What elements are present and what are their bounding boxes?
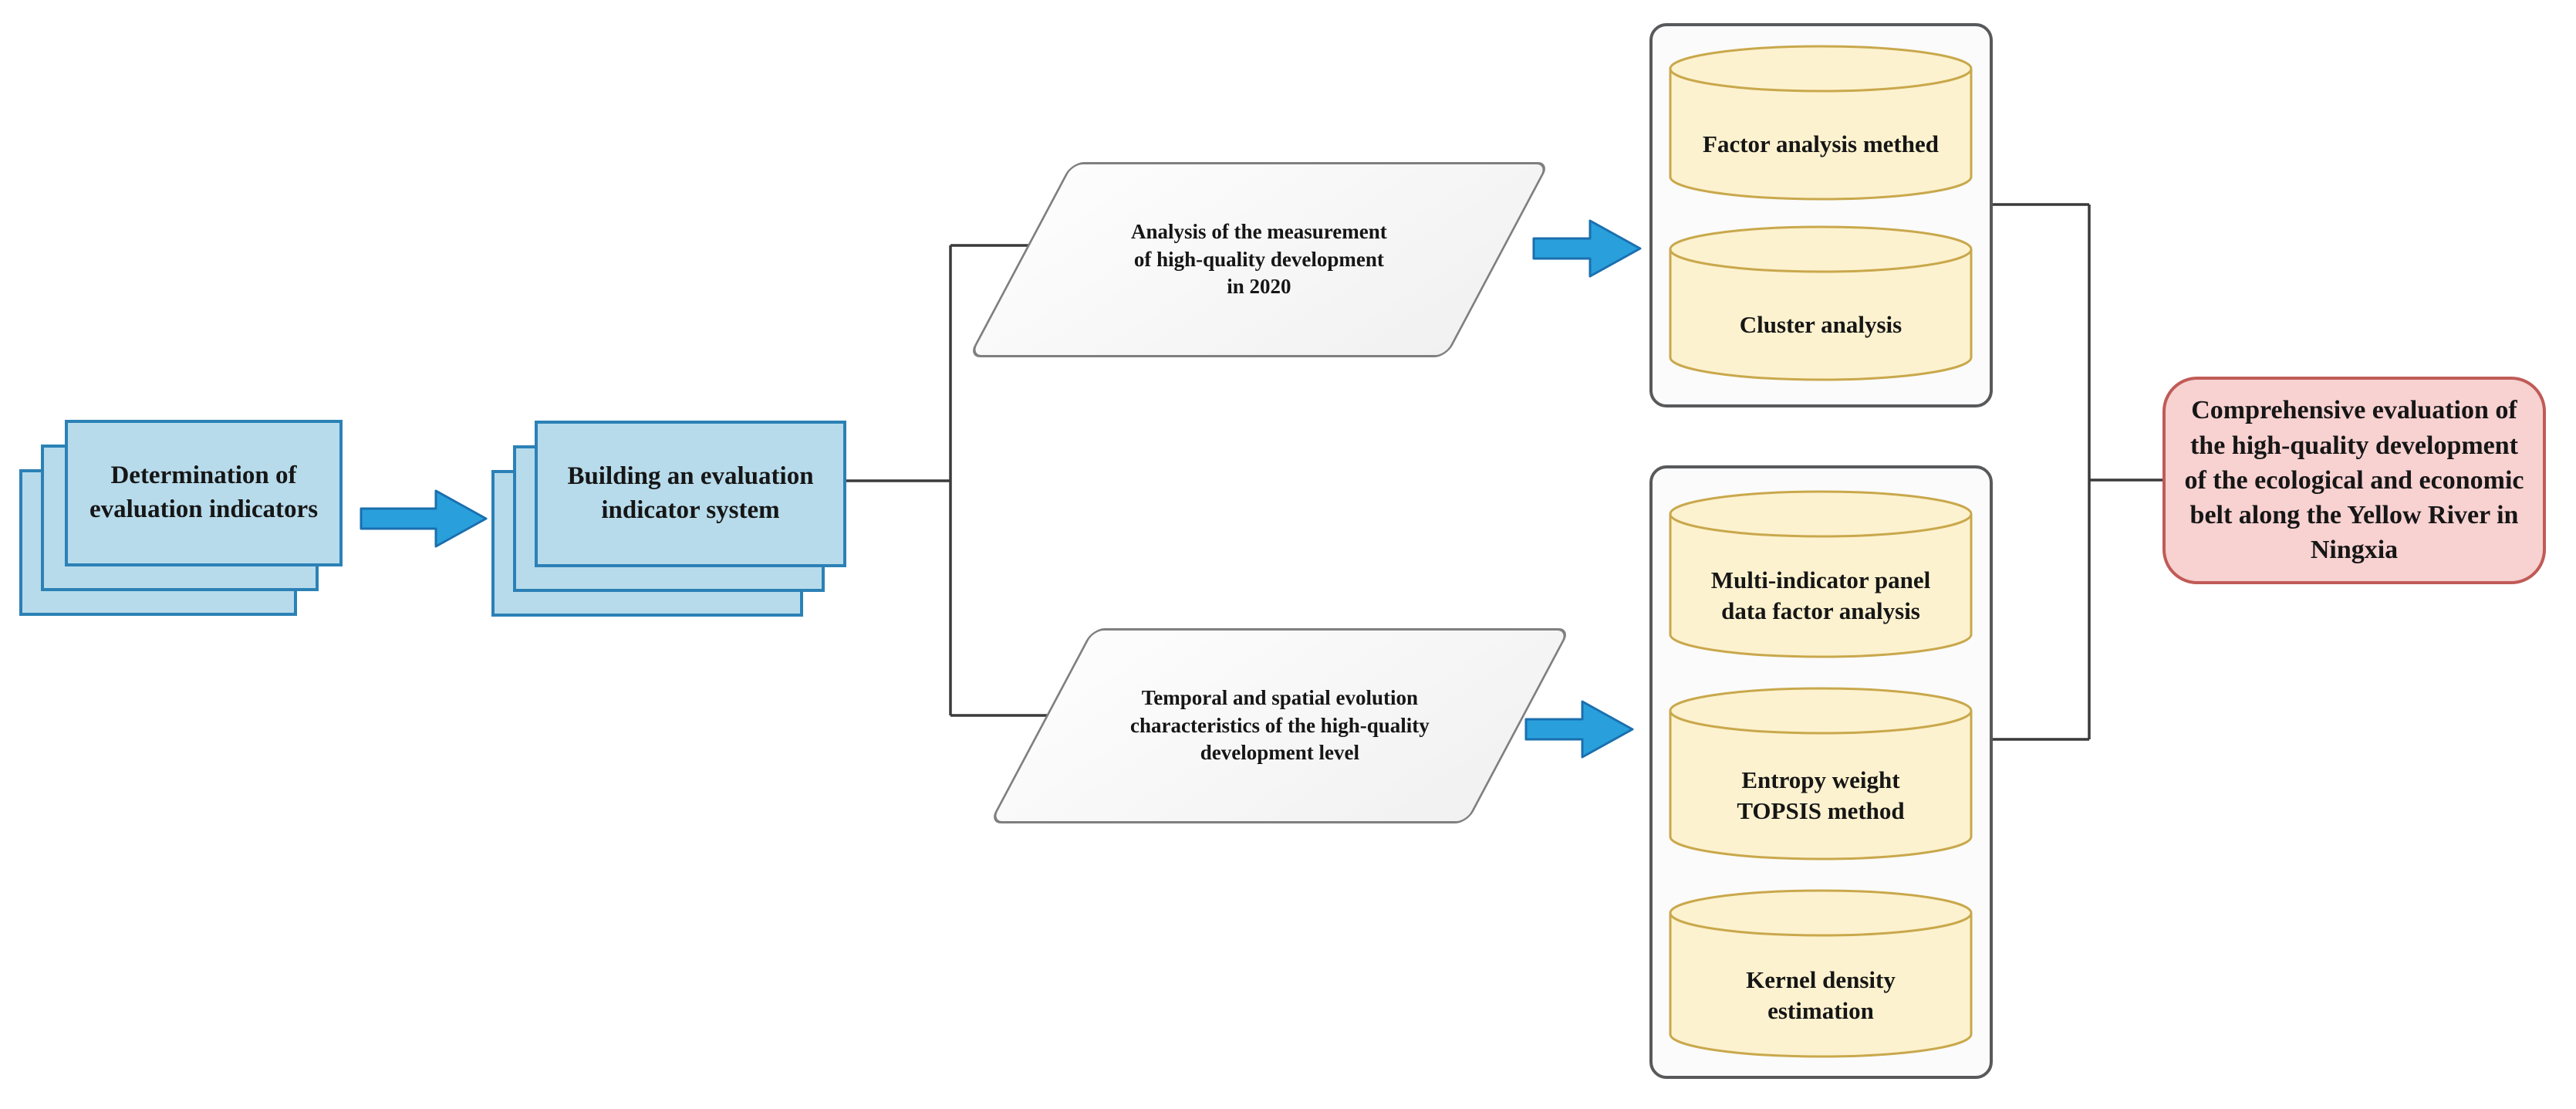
node-label: Determination of evaluation indicators [89, 462, 319, 523]
cylinder-body [1669, 711, 1973, 860]
cylinder-body [1669, 69, 1973, 201]
node-determination-of-indicators: Determination of evaluation indicators [19, 420, 343, 617]
node-label: Comprehensive evaluation of the high-qua… [2184, 396, 2524, 565]
cylinder-body [1669, 913, 1973, 1058]
cylinder-label: Factor analysis methed [1703, 130, 1939, 158]
cylinder-top-ellipse [1669, 687, 1973, 735]
cylinder-panel-factor-analysis: Multi-indicator panel data factor analys… [1669, 490, 1973, 660]
node-label: Building an evaluation indicator system [567, 462, 814, 524]
cylinder-entropy-topsis: Entropy weight TOPSIS method [1669, 687, 1973, 862]
cylinder-label: Multi-indicator panel data factor analys… [1710, 566, 1931, 624]
cylinder-label: Entropy weight TOPSIS method [1737, 766, 1905, 824]
cylinder-label: Cluster analysis [1739, 311, 1902, 339]
cylinder-label: Kernel density estimation [1746, 965, 1896, 1024]
cylinder-top-ellipse [1669, 225, 1973, 273]
cylinder-factor-analysis: Factor analysis methed [1669, 45, 1973, 202]
stack-layer-front: Building an evaluation indicator system [535, 421, 846, 567]
cylinder-cluster-analysis: Cluster analysis [1669, 225, 1973, 383]
node-label: Analysis of the measurement of high-qual… [1131, 220, 1387, 299]
cylinder-top-ellipse [1669, 490, 1973, 538]
node-comprehensive-evaluation: Comprehensive evaluation of the high-qua… [2162, 377, 2546, 584]
node-building-indicator-system: Building an evaluation indicator system [491, 421, 849, 618]
cylinder-top-ellipse [1669, 45, 1973, 93]
stack-layer-front: Determination of evaluation indicators [65, 420, 343, 566]
cylinder-body [1669, 514, 1973, 658]
arrow-temporal-to-methods-icon [1524, 700, 1634, 759]
cylinder-kernel-density: Kernel density estimation [1669, 889, 1973, 1060]
arrow-measurement-to-methods-icon [1532, 219, 1642, 278]
arrow-determination-to-building-icon [360, 489, 488, 548]
cylinder-top-ellipse [1669, 889, 1973, 937]
cylinder-body [1669, 249, 1973, 381]
node-label: Temporal and spatial evolution character… [1130, 686, 1430, 765]
